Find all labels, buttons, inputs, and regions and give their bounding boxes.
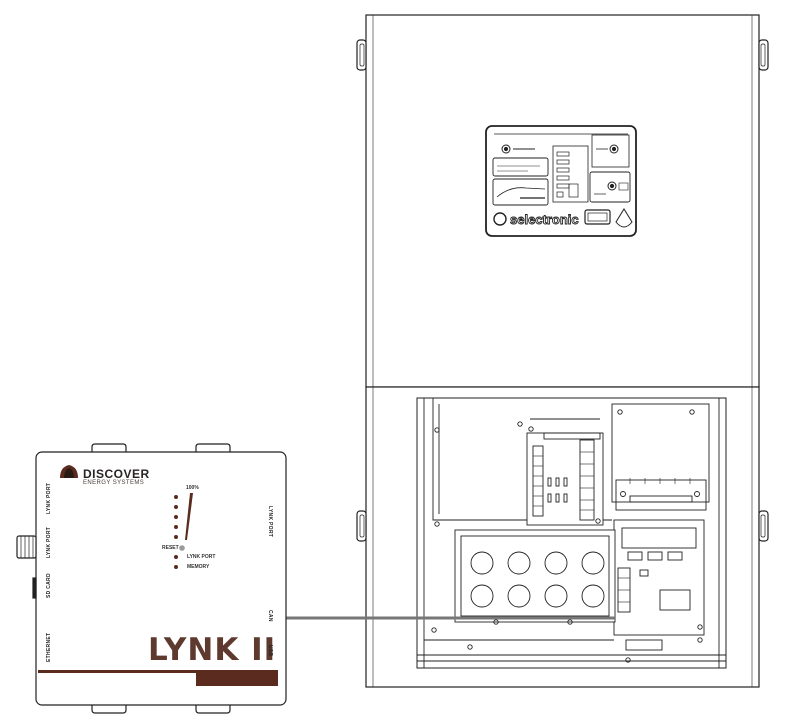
hinge-top-right [758, 39, 769, 71]
lynk-ii-gateway [16, 443, 287, 714]
lynk-brand: DISCOVER [83, 467, 150, 481]
hinge-top-left [356, 39, 367, 71]
panel-logo: selectronic [510, 212, 579, 227]
port-label-left-lynk-2: LYNK PORT [46, 526, 52, 558]
inverter-enclosure [356, 14, 769, 688]
port-label-right-lynk: LYNK PORT [267, 506, 273, 538]
hinge-bottom-right [758, 510, 769, 542]
hinge-bottom-left [356, 510, 367, 542]
lynk-port-led-label: LYNK PORT [187, 554, 216, 560]
lynk-brand-sub: ENERGY SYSTEMS [83, 480, 145, 486]
reset-label: RESET [162, 545, 179, 551]
inverter-internals [416, 397, 727, 669]
led-100-label: 100% [186, 485, 199, 491]
lynk-model-label: LYNK II [148, 632, 277, 668]
control-panel: selectronic [485, 125, 637, 237]
port-label-usb: USB [267, 645, 273, 657]
port-label-can: CAN [267, 610, 273, 622]
port-label-sd-card: SD CARD [46, 573, 52, 598]
memory-led-label: MEMORY [187, 564, 210, 570]
port-label-ethernet: ETHERNET [46, 632, 52, 662]
port-label-left-lynk-1: LYNK PORT [46, 482, 52, 514]
